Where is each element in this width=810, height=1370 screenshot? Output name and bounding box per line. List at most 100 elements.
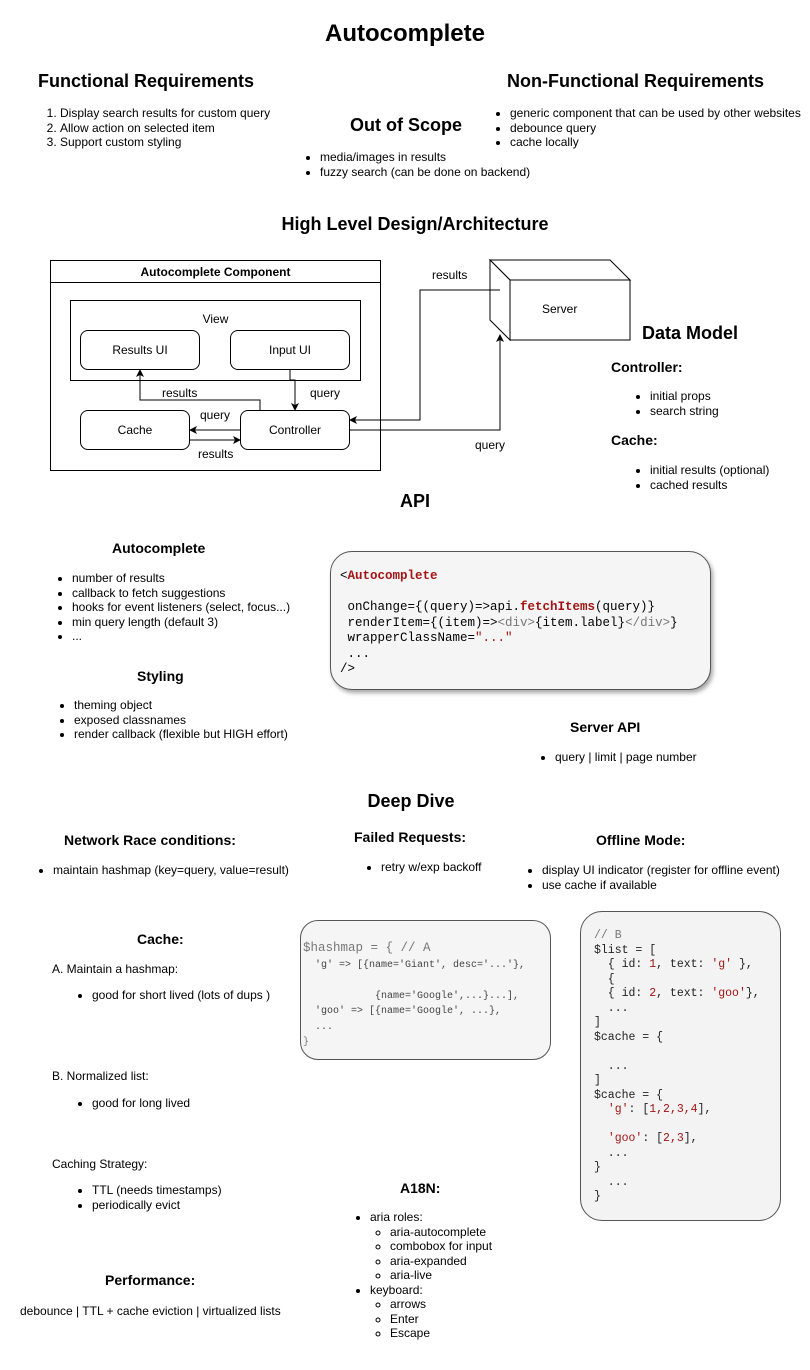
api-heading: API: [399, 491, 430, 511]
offline-list: display UI indicator (register for offli…: [522, 863, 780, 892]
server-api-list: query | limit | page number: [535, 750, 697, 765]
list-item: fuzzy search (can be done on backend): [320, 165, 530, 180]
list-item: search string: [650, 404, 719, 419]
cache-a-list: good for short lived (lots of dups ): [72, 988, 270, 1003]
edge-input-controller: [289, 370, 299, 411]
data-model-cache-list: initial results (optional) cached result…: [630, 463, 769, 492]
list-item: display UI indicator (register for offli…: [542, 863, 780, 878]
controller-box: Controller: [240, 410, 350, 450]
hashmap-code: $hashmap = { // A 'g' => [{name='Giant',…: [303, 941, 526, 1048]
list-item: initial props: [650, 389, 719, 404]
list-item: query | limit | page number: [555, 750, 697, 765]
list-item: aria-live: [390, 1268, 492, 1283]
server-api-label: Server API: [570, 719, 641, 735]
list-item: Escape: [390, 1326, 492, 1341]
list-item: theming object: [74, 698, 288, 713]
list-item: ...: [72, 629, 290, 644]
cache-b-list: good for long lived: [72, 1096, 190, 1111]
network-list: maintain hashmap (key=query, value=resul…: [33, 863, 289, 878]
out-of-scope-heading: Out of Scope: [350, 115, 462, 135]
server-front-face: [509, 279, 631, 341]
list-item: aria-autocomplete: [390, 1225, 492, 1240]
offline-label: Offline Mode:: [596, 832, 686, 848]
list-item: good for short lived (lots of dups ): [92, 988, 270, 1003]
edge-controller-server: [350, 334, 504, 431]
view-label: View: [202, 312, 229, 326]
hashmap-code-box: [300, 920, 551, 1060]
functional-heading: Functional Requirements: [38, 71, 255, 91]
list-item: retry w/exp backoff: [381, 860, 482, 875]
functional-list: Display search results for custom query …: [40, 106, 270, 150]
api-autocomplete-list: number of results callback to fetch sugg…: [52, 571, 290, 644]
list-item: use cache if available: [542, 878, 780, 893]
a18n-list: aria roles: aria-autocomplete combobox f…: [350, 1210, 492, 1341]
edge-controller-results: [136, 369, 261, 410]
server-label: Server: [542, 302, 578, 316]
list-item: render callback (flexible but HIGH effor…: [74, 727, 288, 742]
edge-label-results: results: [432, 268, 468, 282]
list-item: maintain hashmap (key=query, value=resul…: [53, 863, 289, 878]
input-ui-box: Input UI: [230, 330, 350, 370]
edge-label-query-cache: query: [200, 408, 231, 422]
api-code-box: [330, 551, 711, 690]
cache-option-b: B. Normalized list:: [52, 1069, 149, 1083]
list-item: arrows: [390, 1297, 492, 1312]
list-item: aria roles: aria-autocomplete combobox f…: [370, 1210, 492, 1283]
edge-label-results-cache: results: [198, 447, 234, 461]
api-styling-list: theming object exposed classnames render…: [54, 698, 288, 742]
api-autocomplete-label: Autocomplete: [112, 540, 206, 556]
server-top-face: [488, 259, 632, 281]
component-title: Autocomplete Component: [50, 260, 381, 283]
failed-requests-label: Failed Requests:: [354, 829, 467, 845]
cache-box: Cache: [80, 410, 190, 450]
list-item: min query length (default 3): [72, 615, 290, 630]
nonfunctional-list: generic component that can be used by ot…: [490, 106, 801, 150]
edge-label-results-view: results: [162, 386, 198, 400]
hld-heading: High Level Design/Architecture: [281, 214, 549, 234]
edge-server-controller: [349, 289, 500, 424]
a18n-label: A18N:: [400, 1180, 441, 1196]
list-item: good for long lived: [92, 1096, 190, 1111]
list-item: Support custom styling: [60, 135, 270, 150]
out-of-scope-list: media/images in results fuzzy search (ca…: [300, 150, 530, 179]
edge-label-query-input: query: [310, 386, 341, 400]
list-item: periodically evict: [92, 1198, 222, 1213]
failed-requests-list: retry w/exp backoff: [361, 860, 482, 875]
caching-strategy-label: Caching Strategy:: [52, 1157, 148, 1171]
list-item: generic component that can be used by ot…: [510, 106, 801, 121]
data-model-controller-label: Controller:: [611, 359, 683, 375]
caching-strategy-list: TTL (needs timestamps) periodically evic…: [72, 1183, 222, 1212]
list-item: exposed classnames: [74, 713, 288, 728]
api-code: <Autocomplete onChange={(query)=>api.fet…: [340, 569, 678, 676]
list-item: cache locally: [510, 135, 801, 150]
list-item: Allow action on selected item: [60, 121, 270, 136]
edge-label-query-server: query: [475, 438, 506, 452]
list-item: media/images in results: [320, 150, 530, 165]
list-item: callback to fetch suggestions: [72, 586, 290, 601]
performance-label: Performance:: [105, 1272, 196, 1288]
data-model-cache-label: Cache:: [611, 432, 658, 448]
list-item: Enter: [390, 1312, 492, 1327]
list-item: initial results (optional): [650, 463, 769, 478]
list-item: keyboard: arrows Enter Escape: [370, 1283, 492, 1341]
list-item: debounce query: [510, 121, 801, 136]
nonfunctional-heading: Non-Functional Requirements: [507, 71, 765, 91]
data-model-heading: Data Model: [642, 323, 739, 343]
performance-text: debounce | TTL + cache eviction | virtua…: [20, 1304, 281, 1318]
data-model-controller-list: initial props search string: [630, 389, 719, 418]
list-item: hooks for event listeners (select, focus…: [72, 600, 290, 615]
list-item: number of results: [72, 571, 290, 586]
network-label: Network Race conditions:: [64, 832, 236, 848]
list-code-box: [580, 911, 781, 1221]
list-item: Display search results for custom query: [60, 106, 270, 121]
list-item: combobox for input: [390, 1239, 492, 1254]
api-styling-label: Styling: [137, 668, 184, 684]
page-title: Autocomplete: [324, 20, 485, 47]
list-item: TTL (needs timestamps): [92, 1183, 222, 1198]
list-code: // B $list = [ { id: 1, text: 'g' }, { {…: [594, 929, 760, 1203]
list-item: aria-expanded: [390, 1254, 492, 1269]
deep-dive-heading: Deep Dive: [367, 791, 455, 811]
cache-label: Cache:: [137, 931, 184, 947]
list-item: cached results: [650, 478, 769, 493]
